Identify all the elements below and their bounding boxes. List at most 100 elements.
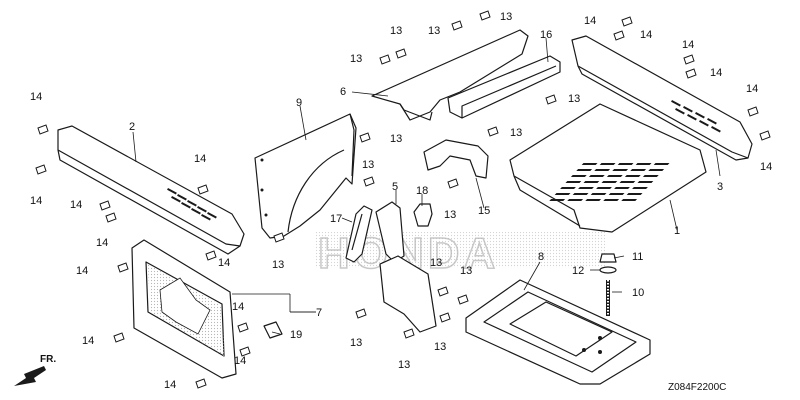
callout-14: 14 — [232, 301, 244, 313]
bolt-icon — [239, 346, 251, 357]
bolt-icon — [37, 124, 49, 135]
callout-13: 13 — [434, 341, 446, 353]
part-18-rubber-pad — [413, 203, 433, 227]
bolt-icon — [457, 294, 469, 305]
callout-15: 15 — [478, 205, 490, 217]
leader-lines — [132, 37, 721, 335]
callout-19: 19 — [290, 329, 302, 341]
callout-13: 13 — [350, 53, 362, 65]
part-11-nut — [599, 253, 617, 263]
callout-14: 14 — [96, 237, 108, 249]
bolt-icon — [359, 132, 371, 143]
callout-13: 13 — [428, 25, 440, 37]
part-1-vented-cover — [509, 103, 707, 233]
bolt-icon — [479, 10, 491, 21]
bolt-icon — [113, 332, 125, 343]
front-direction-indicator: FR. — [14, 354, 56, 386]
bolt-icon — [35, 164, 47, 175]
callout-6: 6 — [340, 86, 346, 98]
callout-14: 14 — [30, 195, 42, 207]
bolt-icon — [363, 176, 375, 187]
bolt-icon — [105, 212, 117, 223]
bolt-icon — [545, 94, 557, 105]
bolt-group — [35, 10, 771, 389]
drawing-code: Z084F2200C — [668, 382, 726, 393]
bolt-icon — [759, 130, 771, 141]
callout-13: 13 — [362, 159, 374, 171]
part-7-lower-bracket — [379, 255, 437, 333]
part-19-small-pad — [263, 321, 283, 339]
part-2-left-bracket — [57, 125, 245, 255]
callout-10: 10 — [632, 287, 644, 299]
callout-14: 14 — [194, 153, 206, 165]
part-5-bracket — [375, 201, 405, 263]
callout-1: 1 — [674, 225, 680, 237]
callout-18: 18 — [416, 185, 428, 197]
part-8-base-frame — [465, 279, 651, 385]
callout-14: 14 — [234, 355, 246, 367]
callout-8: 8 — [538, 251, 544, 263]
callout-7: 7 — [316, 307, 322, 319]
bolt-icon — [99, 200, 111, 211]
callout-14: 14 — [746, 83, 758, 95]
front-arrow-icon — [14, 366, 46, 386]
part-6-top-plate — [371, 29, 529, 121]
bolt-icon — [613, 30, 625, 41]
callout-2: 2 — [129, 121, 135, 133]
callout-14: 14 — [584, 15, 596, 27]
callout-13: 13 — [444, 209, 456, 221]
part-12-washer — [599, 266, 617, 274]
callout-labels: 1 2 3 5 6 7 8 9 10 11 12 12 12 13 13 13 … — [30, 11, 772, 391]
callout-13: 13 — [390, 133, 402, 145]
callout-14: 14 — [640, 29, 652, 41]
bolt-icon — [621, 16, 633, 27]
callout-13: 13 — [430, 257, 442, 269]
bolt-icon — [487, 126, 499, 137]
bolt-icon — [197, 184, 209, 195]
callout-14: 14 — [760, 161, 772, 173]
bolt-icon — [447, 178, 459, 189]
bolt-icon — [117, 262, 129, 273]
part-16-bracket — [447, 55, 561, 119]
front-direction-label: FR. — [40, 354, 56, 365]
callout-13: 13 — [350, 337, 362, 349]
callout-14: 14 — [218, 257, 230, 269]
callout-13: 13 — [398, 359, 410, 371]
callout-13: 13 — [390, 25, 402, 37]
bolt-icon — [355, 308, 367, 319]
callout-13: 13 — [272, 259, 284, 271]
callout-14: 14 — [70, 199, 82, 211]
bolt-icon — [437, 286, 449, 297]
callout-13: 13 — [510, 127, 522, 139]
bolt-icon — [237, 322, 249, 333]
callout-9: 9 — [296, 97, 302, 109]
callout-14: 14 — [30, 91, 42, 103]
callout-16: 16 — [540, 29, 552, 41]
bolt-icon — [439, 312, 451, 323]
bolt-icon — [403, 328, 415, 339]
callout-13: 13 — [500, 11, 512, 23]
callout-5: 5 — [392, 181, 398, 193]
callout-17: 17 — [330, 213, 342, 225]
callout-14: 14 — [682, 39, 694, 51]
callout-13: 13 — [460, 265, 472, 277]
part-17-rubber-pad — [345, 205, 373, 263]
callout-13: 13 — [568, 93, 580, 105]
bolt-icon — [395, 48, 407, 59]
bolt-icon — [747, 106, 759, 117]
bolt-icon — [685, 68, 697, 79]
bolt-icon — [379, 54, 391, 65]
part-15-clip-bracket — [423, 139, 489, 179]
bolt-icon — [451, 20, 463, 31]
callout-14: 14 — [76, 265, 88, 277]
callout-11: 11 — [632, 251, 643, 263]
bolt-icon — [683, 54, 695, 65]
bolt-icon — [205, 250, 217, 261]
callout-14: 14 — [164, 379, 176, 391]
bolt-icon — [195, 378, 207, 389]
callout-14: 14 — [82, 335, 94, 347]
part-3-right-bracket — [571, 35, 753, 161]
part-7-grille-frame — [131, 239, 237, 379]
callout-12: 12 — [572, 265, 584, 277]
